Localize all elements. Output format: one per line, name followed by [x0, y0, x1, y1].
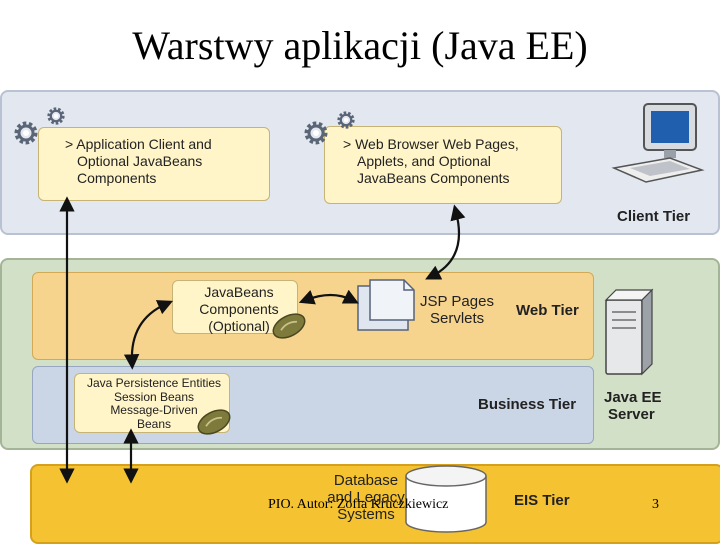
gear-icon — [17, 124, 35, 142]
database-line-3: Systems — [337, 506, 395, 523]
persistence-line-4: Beans — [136, 416, 172, 431]
gear-icon — [337, 111, 355, 129]
arrow-javabeans-persistence — [123, 300, 174, 370]
database-label: Database and Legacy Systems — [316, 472, 416, 523]
gear-icon — [307, 124, 325, 142]
database-line-1: Database — [333, 472, 399, 489]
slide-title: Warstwy aplikacji (Java EE) — [132, 23, 588, 68]
database-line-2: and Legacy — [327, 489, 405, 506]
server-label-line-1: Java EE — [604, 389, 662, 406]
footer-author: PIO. Autor: Zofia Kruczkiewicz — [268, 497, 449, 512]
app-client-line-3: Components — [77, 170, 157, 186]
arrow-javabeans-jsp — [298, 289, 359, 305]
java-ee-server-label: Java EE Server — [604, 389, 662, 423]
persistence-line-3: Message-Driven — [110, 403, 198, 417]
browser-line-1: > Web Browser Web Pages, — [343, 136, 519, 152]
monitor-icon — [611, 103, 705, 183]
gear-icon — [47, 107, 65, 125]
browser-line-2: Applets, and Optional — [357, 153, 491, 169]
app-client-line-2: Optional JavaBeans — [77, 153, 203, 169]
jsp-line-2: Servlets — [430, 310, 485, 327]
persistence-entities-box: Java Persistence Entities Session Beans … — [74, 373, 230, 433]
server-label-line-2: Server — [608, 406, 655, 423]
client-tier-label: Client Tier — [617, 208, 691, 225]
business-tier-label: Business Tier — [478, 396, 577, 413]
application-client-box: > Application Client and Optional JavaBe… — [38, 127, 270, 201]
arrow-browser-jsp — [425, 204, 466, 280]
persistence-line-2: Session Beans — [113, 389, 195, 404]
jsp-servlets-text: JSP Pages Servlets — [420, 293, 494, 327]
javabeans-line-2: Components — [199, 301, 279, 317]
server-icon — [604, 288, 654, 376]
web-browser-box: > Web Browser Web Pages, Applets, and Op… — [324, 126, 562, 204]
bean-icon — [272, 313, 306, 339]
javabeans-line-3: (Optional) — [208, 318, 270, 334]
eis-tier-label: EIS Tier — [514, 492, 570, 509]
app-client-line-1: > Application Client and — [65, 136, 212, 152]
bean-icon — [197, 409, 231, 435]
browser-line-3: JavaBeans Components — [357, 170, 510, 186]
javabeans-line-1: JavaBeans — [204, 284, 274, 300]
jsp-line-1: JSP Pages — [420, 293, 494, 310]
database-icon — [405, 465, 487, 533]
web-tier-label: Web Tier — [516, 302, 579, 319]
document-icon — [357, 279, 415, 331]
page-number: 3 — [652, 497, 659, 512]
persistence-line-1: Java Persistence Entities — [86, 376, 222, 390]
